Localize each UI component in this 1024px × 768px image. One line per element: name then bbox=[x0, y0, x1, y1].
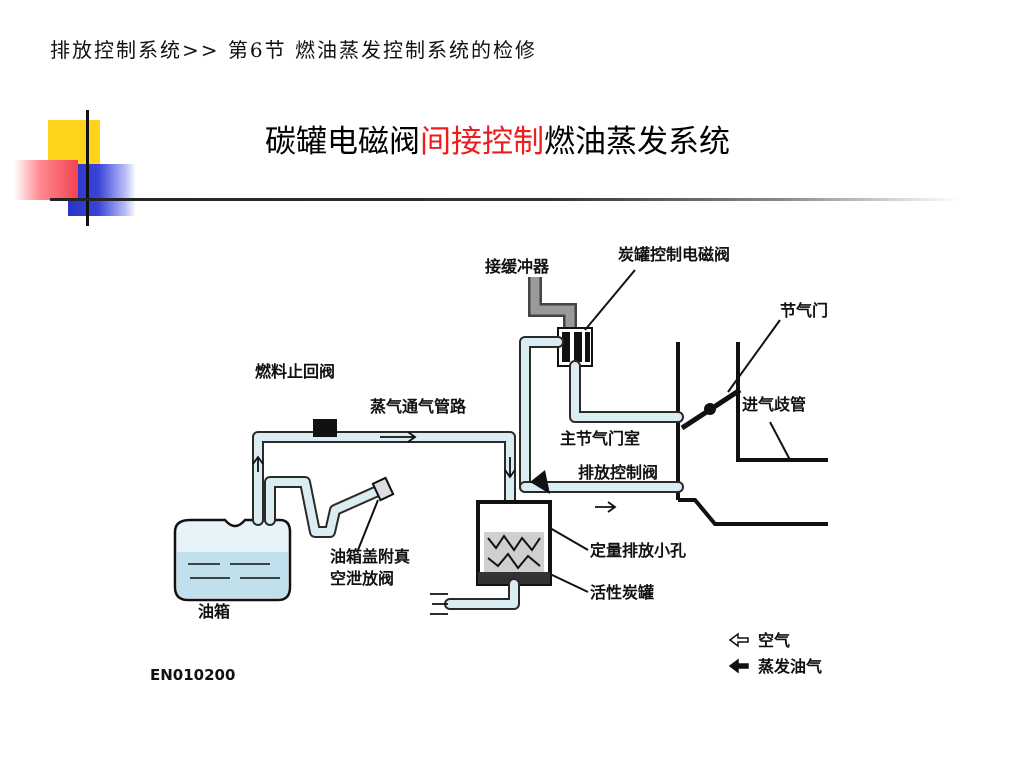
label-rollover-valve: 燃料止回阀 bbox=[255, 362, 335, 381]
label-tank: 油箱 bbox=[198, 602, 230, 621]
label-canister-valve: 炭罐控制电磁阀 bbox=[618, 245, 730, 264]
title-part1: 碳罐电磁阀 bbox=[265, 124, 420, 160]
throttle-body-wall-right bbox=[736, 342, 828, 462]
label-orifice: 定量排放小孔 bbox=[589, 541, 686, 560]
canister-grain bbox=[487, 534, 541, 570]
vacuum-line-outer bbox=[519, 336, 564, 493]
leader-cap bbox=[357, 499, 379, 551]
title-part2: 燃油蒸发系统 bbox=[544, 124, 730, 160]
decor-vertical-rule bbox=[86, 110, 89, 226]
buffer-pipe-inner bbox=[530, 277, 575, 332]
decor-red-square bbox=[14, 160, 78, 200]
breadcrumb: 排放控制系统>> 第6节 燃油蒸发控制系统的检修 bbox=[50, 38, 537, 62]
leader-canister bbox=[549, 573, 589, 593]
label-throttle-body: 主节气门室 bbox=[560, 429, 640, 448]
label-cap-line1: 油箱盖附真 bbox=[330, 547, 410, 566]
decor-blue-square bbox=[68, 164, 136, 216]
manifold-lower-wall bbox=[678, 498, 828, 526]
leader-throttle bbox=[727, 319, 781, 393]
solenoid-coil-2 bbox=[574, 332, 582, 362]
solenoid-coil-3 bbox=[585, 332, 590, 362]
flow-arrow-2 bbox=[252, 455, 264, 472]
throttle-shaft bbox=[704, 403, 716, 415]
label-buffer: 接缓冲器 bbox=[485, 257, 550, 276]
manifold-line-outer bbox=[569, 360, 684, 423]
purge-valve-body bbox=[530, 470, 550, 494]
label-purge-valve: 排放控制阀 bbox=[578, 463, 658, 482]
solenoid-coil-1 bbox=[562, 332, 570, 362]
title-underline bbox=[50, 198, 960, 201]
air-inlet-inner bbox=[446, 580, 518, 608]
manifold-line-inner bbox=[571, 362, 682, 421]
purge-flow-arrow bbox=[595, 501, 617, 513]
canister-carbon bbox=[484, 532, 544, 572]
filler-cap bbox=[371, 476, 395, 502]
vacuum-line-inner bbox=[521, 338, 562, 491]
diagram-svg: 接缓冲器 炭罐控制电磁阀 节气门 燃料止回阀 蒸气通气管路 进气歧管 主节气门室… bbox=[150, 245, 828, 684]
label-cap-line2: 空泄放阀 bbox=[330, 569, 394, 588]
label-vapor-line: 蒸气通气管路 bbox=[370, 397, 467, 416]
legend-vapor-label: 蒸发油气 bbox=[758, 657, 822, 676]
title-highlight: 间接控制 bbox=[420, 124, 544, 160]
legend-air-icon bbox=[728, 632, 749, 648]
filler-neck-inner bbox=[266, 478, 384, 536]
fuel-level bbox=[177, 552, 288, 598]
evap-system-diagram: 接缓冲器 炭罐控制电磁阀 节气门 燃料止回阀 蒸气通气管路 进气歧管 主节气门室… bbox=[130, 232, 850, 702]
legend-vapor-icon bbox=[728, 658, 749, 674]
leader-manifold bbox=[769, 421, 791, 461]
label-canister: 活性炭罐 bbox=[590, 583, 654, 602]
air-arrows bbox=[430, 593, 448, 615]
figure-code: EN010200 bbox=[150, 666, 235, 684]
buffer-pipe bbox=[528, 277, 577, 332]
flow-arrow-3 bbox=[504, 457, 516, 479]
rollover-valve bbox=[313, 419, 337, 437]
leader-solenoid bbox=[584, 269, 636, 331]
flow-arrow-1 bbox=[380, 431, 417, 443]
legend-air-label: 空气 bbox=[758, 631, 790, 650]
slide-title: 碳罐电磁阀间接控制燃油蒸发系统 bbox=[265, 116, 730, 161]
leader-orifice bbox=[549, 527, 589, 551]
label-throttle: 节气门 bbox=[780, 301, 828, 320]
label-intake-manifold: 进气歧管 bbox=[742, 395, 806, 414]
